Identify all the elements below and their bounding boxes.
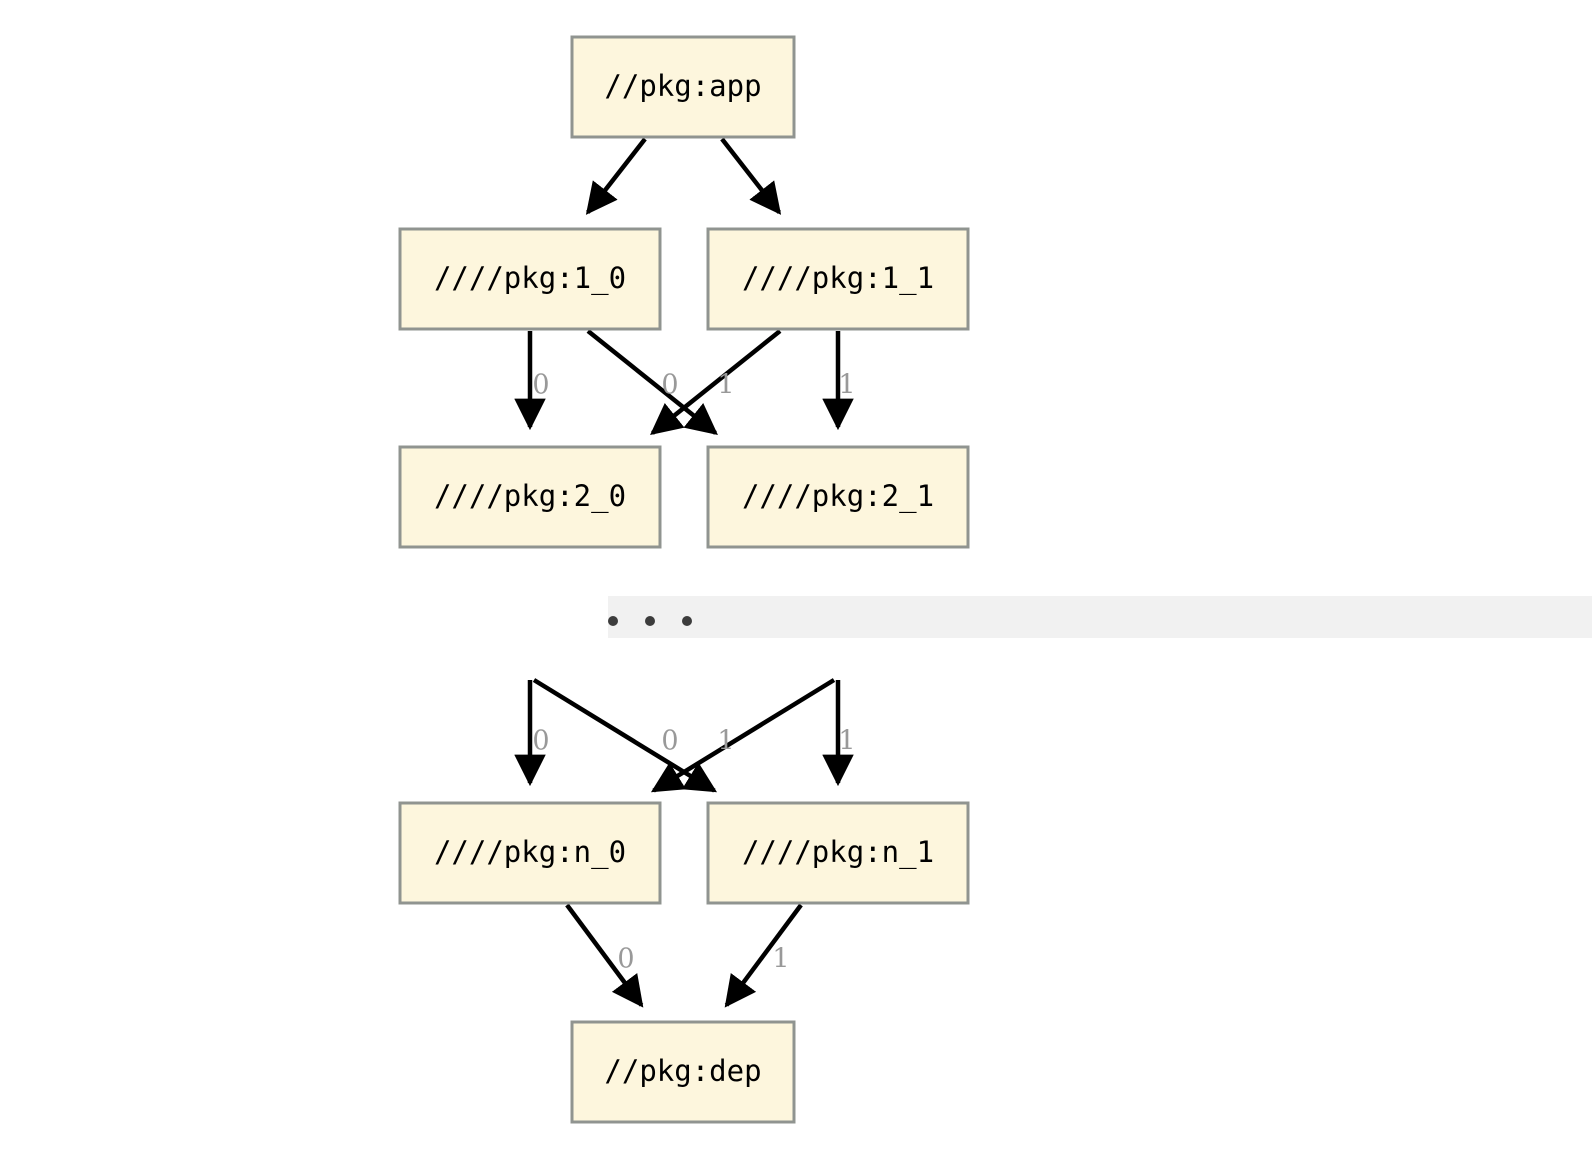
edges-layer: 0 0 1 1 0 0 1 1 0 1 xyxy=(514,137,856,1008)
node-box[interactable] xyxy=(570,1020,796,1124)
node-box[interactable] xyxy=(398,801,662,905)
edge-e-1_1-2_1: 1 xyxy=(822,331,856,431)
edge-line xyxy=(720,137,782,215)
edge-line xyxy=(565,903,644,1008)
edge-e-x-n_0: 0 xyxy=(514,680,550,787)
edge-label: 1 xyxy=(838,726,855,757)
ellipsis-dot-1 xyxy=(645,616,655,626)
edge-e-app-1_0 xyxy=(585,137,647,215)
node-label: ////pkg:1_0 xyxy=(434,261,626,296)
node-label: ////pkg:n_0 xyxy=(434,835,626,870)
node-dep[interactable]: //pkg:dep xyxy=(570,1020,796,1124)
edge-e-1_1-2_0: 1 xyxy=(650,329,782,435)
node-box[interactable] xyxy=(706,445,970,549)
node-n2_0[interactable]: ////pkg:2_0 xyxy=(398,445,662,549)
node-label: ////pkg:2_1 xyxy=(742,479,934,514)
edge-label: 1 xyxy=(717,726,734,757)
edge-line xyxy=(724,903,803,1008)
edge-e-1_0-2_0: 0 xyxy=(514,331,550,431)
edge-e-1_0-2_1: 0 xyxy=(586,329,718,435)
ellipsis-dot-2 xyxy=(682,616,692,626)
edge-label: 0 xyxy=(661,370,678,401)
ellipsis-dot-0 xyxy=(608,616,618,626)
edge-e-n_0-dep: 0 xyxy=(565,903,644,1008)
edge-e-n_1-dep: 1 xyxy=(724,903,803,1008)
node-n1_1[interactable]: ////pkg:1_1 xyxy=(706,227,970,331)
edge-line xyxy=(650,678,836,793)
edge-label: 1 xyxy=(838,370,855,401)
node-box[interactable] xyxy=(570,35,796,139)
ellipsis-dots xyxy=(608,616,692,626)
nodes-layer: //pkg:app ////pkg:1_0 ////pkg:1_1 ////pkg:2… xyxy=(398,35,970,1124)
edge-line xyxy=(586,329,718,435)
node-nn_1[interactable]: ////pkg:n_1 xyxy=(706,801,970,905)
edge-e-app-1_1 xyxy=(720,137,782,215)
node-n1_0[interactable]: ////pkg:1_0 xyxy=(398,227,662,331)
node-n2_1[interactable]: ////pkg:2_1 xyxy=(706,445,970,549)
edge-e-y-n_1: 1 xyxy=(822,680,856,787)
node-box[interactable] xyxy=(398,227,662,331)
ellipsis-separator xyxy=(608,596,1592,638)
node-box[interactable] xyxy=(398,445,662,549)
edge-line xyxy=(585,137,647,215)
edge-label: 0 xyxy=(617,944,634,975)
node-box[interactable] xyxy=(706,227,970,331)
edge-label: 1 xyxy=(717,370,734,401)
edge-label: 1 xyxy=(772,944,789,975)
edge-line xyxy=(532,678,718,793)
node-app[interactable]: //pkg:app xyxy=(570,35,796,139)
node-label: ////pkg:2_0 xyxy=(434,479,626,514)
node-label: ////pkg:1_1 xyxy=(742,261,934,296)
node-label: //pkg:dep xyxy=(604,1054,761,1088)
node-label: ////pkg:n_1 xyxy=(742,835,934,870)
edge-label: 0 xyxy=(661,726,678,757)
node-box[interactable] xyxy=(706,801,970,905)
edge-e-y-n_0: 1 xyxy=(650,678,836,793)
edge-e-x-n_1: 0 xyxy=(532,678,718,793)
ellipsis-band xyxy=(608,596,1592,638)
edge-label: 0 xyxy=(532,726,549,757)
edge-line xyxy=(650,329,782,435)
edge-label: 0 xyxy=(532,370,549,401)
node-label: //pkg:app xyxy=(604,69,761,103)
node-nn_0[interactable]: ////pkg:n_0 xyxy=(398,801,662,905)
